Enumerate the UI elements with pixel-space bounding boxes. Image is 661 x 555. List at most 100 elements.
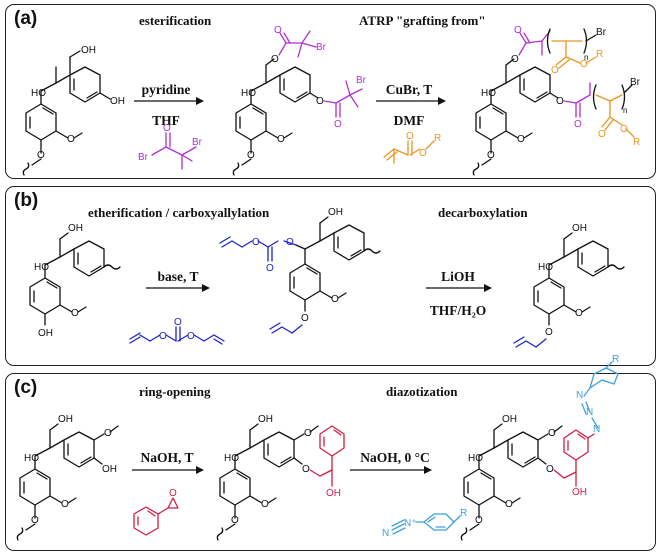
panel-c-structures: OH HO O OH O O O bbox=[16, 354, 619, 541]
reagent-lioh: LiOH bbox=[441, 269, 475, 284]
svg-text:R: R bbox=[596, 49, 603, 60]
svg-text:OH: OH bbox=[102, 464, 117, 475]
svg-text:O: O bbox=[271, 54, 279, 65]
svg-text:O: O bbox=[301, 313, 309, 324]
svg-text:O: O bbox=[104, 428, 112, 439]
molecule-grafted-polymer: HO O O O O O O O R n Br bbox=[472, 25, 641, 176]
svg-text:n: n bbox=[584, 53, 588, 62]
svg-text:O: O bbox=[505, 499, 513, 510]
svg-text:HO: HO bbox=[34, 262, 49, 273]
step-title-ring-opening: ring-opening bbox=[139, 384, 211, 399]
svg-text:O: O bbox=[304, 428, 312, 439]
svg-text:O: O bbox=[620, 124, 628, 135]
svg-text:OH: OH bbox=[258, 414, 273, 425]
svg-text:O: O bbox=[187, 331, 195, 342]
svg-text:HO: HO bbox=[468, 453, 483, 464]
svg-text:HO: HO bbox=[481, 88, 496, 99]
svg-text:OH: OH bbox=[38, 328, 53, 339]
svg-text:R: R bbox=[460, 508, 467, 519]
svg-text:O: O bbox=[169, 488, 177, 499]
svg-text:O: O bbox=[331, 294, 339, 305]
svg-text:O: O bbox=[247, 150, 255, 161]
svg-text:O: O bbox=[546, 464, 554, 475]
svg-text:O: O bbox=[475, 515, 483, 526]
reagent-bibb: Br O Br bbox=[138, 123, 203, 170]
svg-text:HO: HO bbox=[241, 88, 256, 99]
molecule-macroinitiator: HO O O O O O Br O Br bbox=[232, 25, 367, 176]
panel-label-a: (a) bbox=[14, 8, 38, 29]
svg-text:Br: Br bbox=[356, 75, 367, 86]
reagent-base: base, T bbox=[157, 269, 199, 284]
svg-text:O: O bbox=[37, 150, 45, 161]
svg-text:O: O bbox=[163, 123, 171, 134]
svg-text:N: N bbox=[593, 424, 600, 435]
molecule-lignin-a1: OH HO OH O O bbox=[22, 45, 125, 176]
svg-text:Br: Br bbox=[138, 152, 149, 163]
svg-text:O: O bbox=[67, 134, 75, 145]
svg-text:n: n bbox=[623, 106, 627, 115]
panel-b-structures: OH HO O OH O O O bbox=[29, 207, 625, 348]
panel-c: (c) ring-opening diazotization NaOH, T N… bbox=[5, 354, 656, 551]
panel-b: (b) etherification / carboxyallylation d… bbox=[5, 186, 656, 366]
svg-text:OH: OH bbox=[81, 45, 96, 56]
svg-text:O: O bbox=[511, 54, 519, 65]
svg-text:O: O bbox=[277, 134, 285, 145]
svg-text:O: O bbox=[548, 428, 556, 439]
reaction-arrow-b2 bbox=[426, 284, 492, 292]
svg-text:O: O bbox=[487, 150, 495, 161]
svg-text:HO: HO bbox=[538, 262, 553, 273]
step-title-atrp: ATRP "grafting from" bbox=[359, 13, 486, 28]
svg-text:N: N bbox=[576, 390, 583, 401]
svg-text:OH: OH bbox=[68, 223, 83, 234]
svg-text:OH: OH bbox=[58, 414, 73, 425]
svg-text:N: N bbox=[586, 407, 593, 418]
panel-a: (a) esterification ATRP "grafting from" … bbox=[5, 4, 656, 179]
solvent-dmf: DMF bbox=[393, 113, 425, 128]
solvent-thf: THF bbox=[152, 113, 180, 128]
step-title-esterification: esterification bbox=[139, 13, 212, 28]
svg-text:O: O bbox=[517, 134, 525, 145]
svg-text:O: O bbox=[286, 237, 294, 248]
svg-text:O: O bbox=[274, 25, 282, 36]
svg-text:O: O bbox=[580, 59, 588, 70]
svg-text:OH: OH bbox=[502, 414, 517, 425]
reaction-arrow-b1 bbox=[146, 284, 210, 292]
svg-text:O: O bbox=[252, 237, 260, 248]
svg-text:HO: HO bbox=[31, 88, 46, 99]
molecule-allylated: OH O O O O O bbox=[219, 207, 381, 334]
reagent-naoh-t: NaOH, T bbox=[140, 450, 194, 465]
svg-text:O: O bbox=[71, 308, 79, 319]
reagent-pyridine: pyridine bbox=[141, 82, 191, 97]
svg-text:OH: OH bbox=[326, 488, 341, 499]
svg-text:O: O bbox=[545, 327, 553, 338]
svg-text:O: O bbox=[419, 148, 427, 159]
svg-text:OH: OH bbox=[572, 223, 587, 234]
svg-text:HO: HO bbox=[24, 453, 39, 464]
svg-text:O: O bbox=[174, 317, 182, 328]
svg-text:O: O bbox=[231, 515, 239, 526]
svg-text:Br: Br bbox=[596, 27, 607, 38]
reaction-arrow-c1 bbox=[132, 466, 204, 474]
svg-text:Br: Br bbox=[316, 42, 327, 53]
molecule-lignin-b1: OH HO O OH bbox=[29, 223, 121, 339]
svg-text:O: O bbox=[574, 119, 582, 130]
reaction-arrow-c2 bbox=[350, 466, 432, 474]
svg-text:O: O bbox=[61, 499, 69, 510]
svg-text:O: O bbox=[406, 131, 414, 142]
step-title-decarboxylation: decarboxylation bbox=[438, 205, 528, 220]
reagent-naoh-0c: NaOH, 0 °C bbox=[360, 450, 430, 465]
reagent-styrene-oxide: O bbox=[133, 488, 179, 536]
svg-text:O: O bbox=[31, 515, 39, 526]
svg-text:O: O bbox=[551, 65, 559, 76]
svg-text:R: R bbox=[612, 354, 619, 365]
molecule-ring-opened: OH HO O O O O OH bbox=[216, 414, 345, 541]
svg-text:O: O bbox=[334, 119, 342, 130]
reagent-methacrylate: O O R bbox=[383, 131, 441, 164]
svg-text:O: O bbox=[598, 129, 606, 140]
svg-text:OH: OH bbox=[110, 96, 125, 107]
svg-text:R: R bbox=[633, 137, 640, 148]
reagent-diallyl-carbonate: O O O bbox=[129, 317, 225, 345]
molecule-allyl-ether: OH HO O O bbox=[513, 223, 625, 348]
reagent-diazonium: N N⁺ R bbox=[382, 508, 467, 539]
svg-text:HO: HO bbox=[224, 453, 239, 464]
